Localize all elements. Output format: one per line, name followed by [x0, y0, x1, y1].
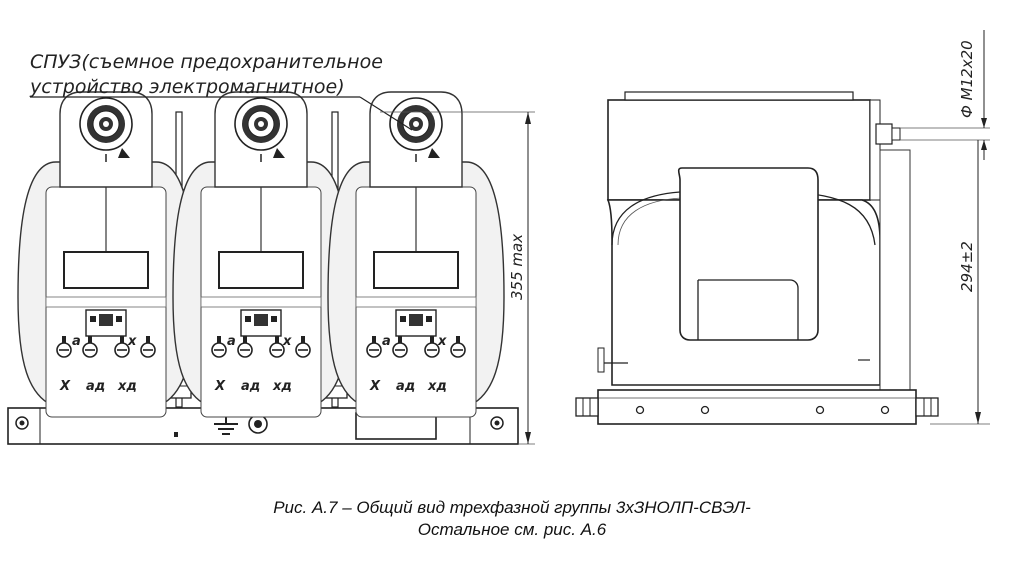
mark-a-sub-3: aд	[396, 379, 415, 394]
mark-x-sub-3: xд	[427, 379, 447, 394]
front-view: a x X aд xд a x X aд xд a x X aд xд СПУЗ…	[7, 51, 535, 445]
mark-a-2: a	[227, 334, 236, 349]
dim-height-max: 355 max	[508, 234, 526, 300]
caption-line-2: Остальное см. рис. А.6	[417, 520, 607, 539]
mark-X-3: X	[369, 379, 381, 394]
mark-X-2: X	[214, 379, 226, 394]
dim-mount-height: 294±2	[958, 241, 976, 292]
mark-a-sub-1: aд	[86, 379, 105, 394]
callout-line-2: устройство электромагнитное)	[29, 76, 345, 98]
caption-line-1: Рис. А.7 – Общий вид трехфазной группы 3…	[273, 498, 751, 517]
mark-x-1: x	[127, 334, 137, 349]
mark-a-sub-2: aд	[241, 379, 260, 394]
mark-x-sub-2: xд	[272, 379, 292, 394]
mark-a-3: a	[382, 334, 391, 349]
side-view: Ф М12х20 294±2	[575, 30, 990, 425]
callout-leader	[359, 96, 413, 131]
mark-x-3: x	[437, 334, 447, 349]
mark-x-sub-1: xд	[117, 379, 137, 394]
callout-line-1: СПУЗ(съемное предохранительное	[30, 51, 383, 73]
figure-caption: Рис. А.7 – Общий вид трехфазной группы 3…	[0, 497, 1024, 541]
mark-a-1: a	[72, 334, 81, 349]
mark-x-2: x	[282, 334, 292, 349]
dim-thread: Ф М12х20	[958, 40, 976, 118]
mark-X-1: X	[59, 379, 71, 394]
ground-icon	[214, 412, 238, 435]
